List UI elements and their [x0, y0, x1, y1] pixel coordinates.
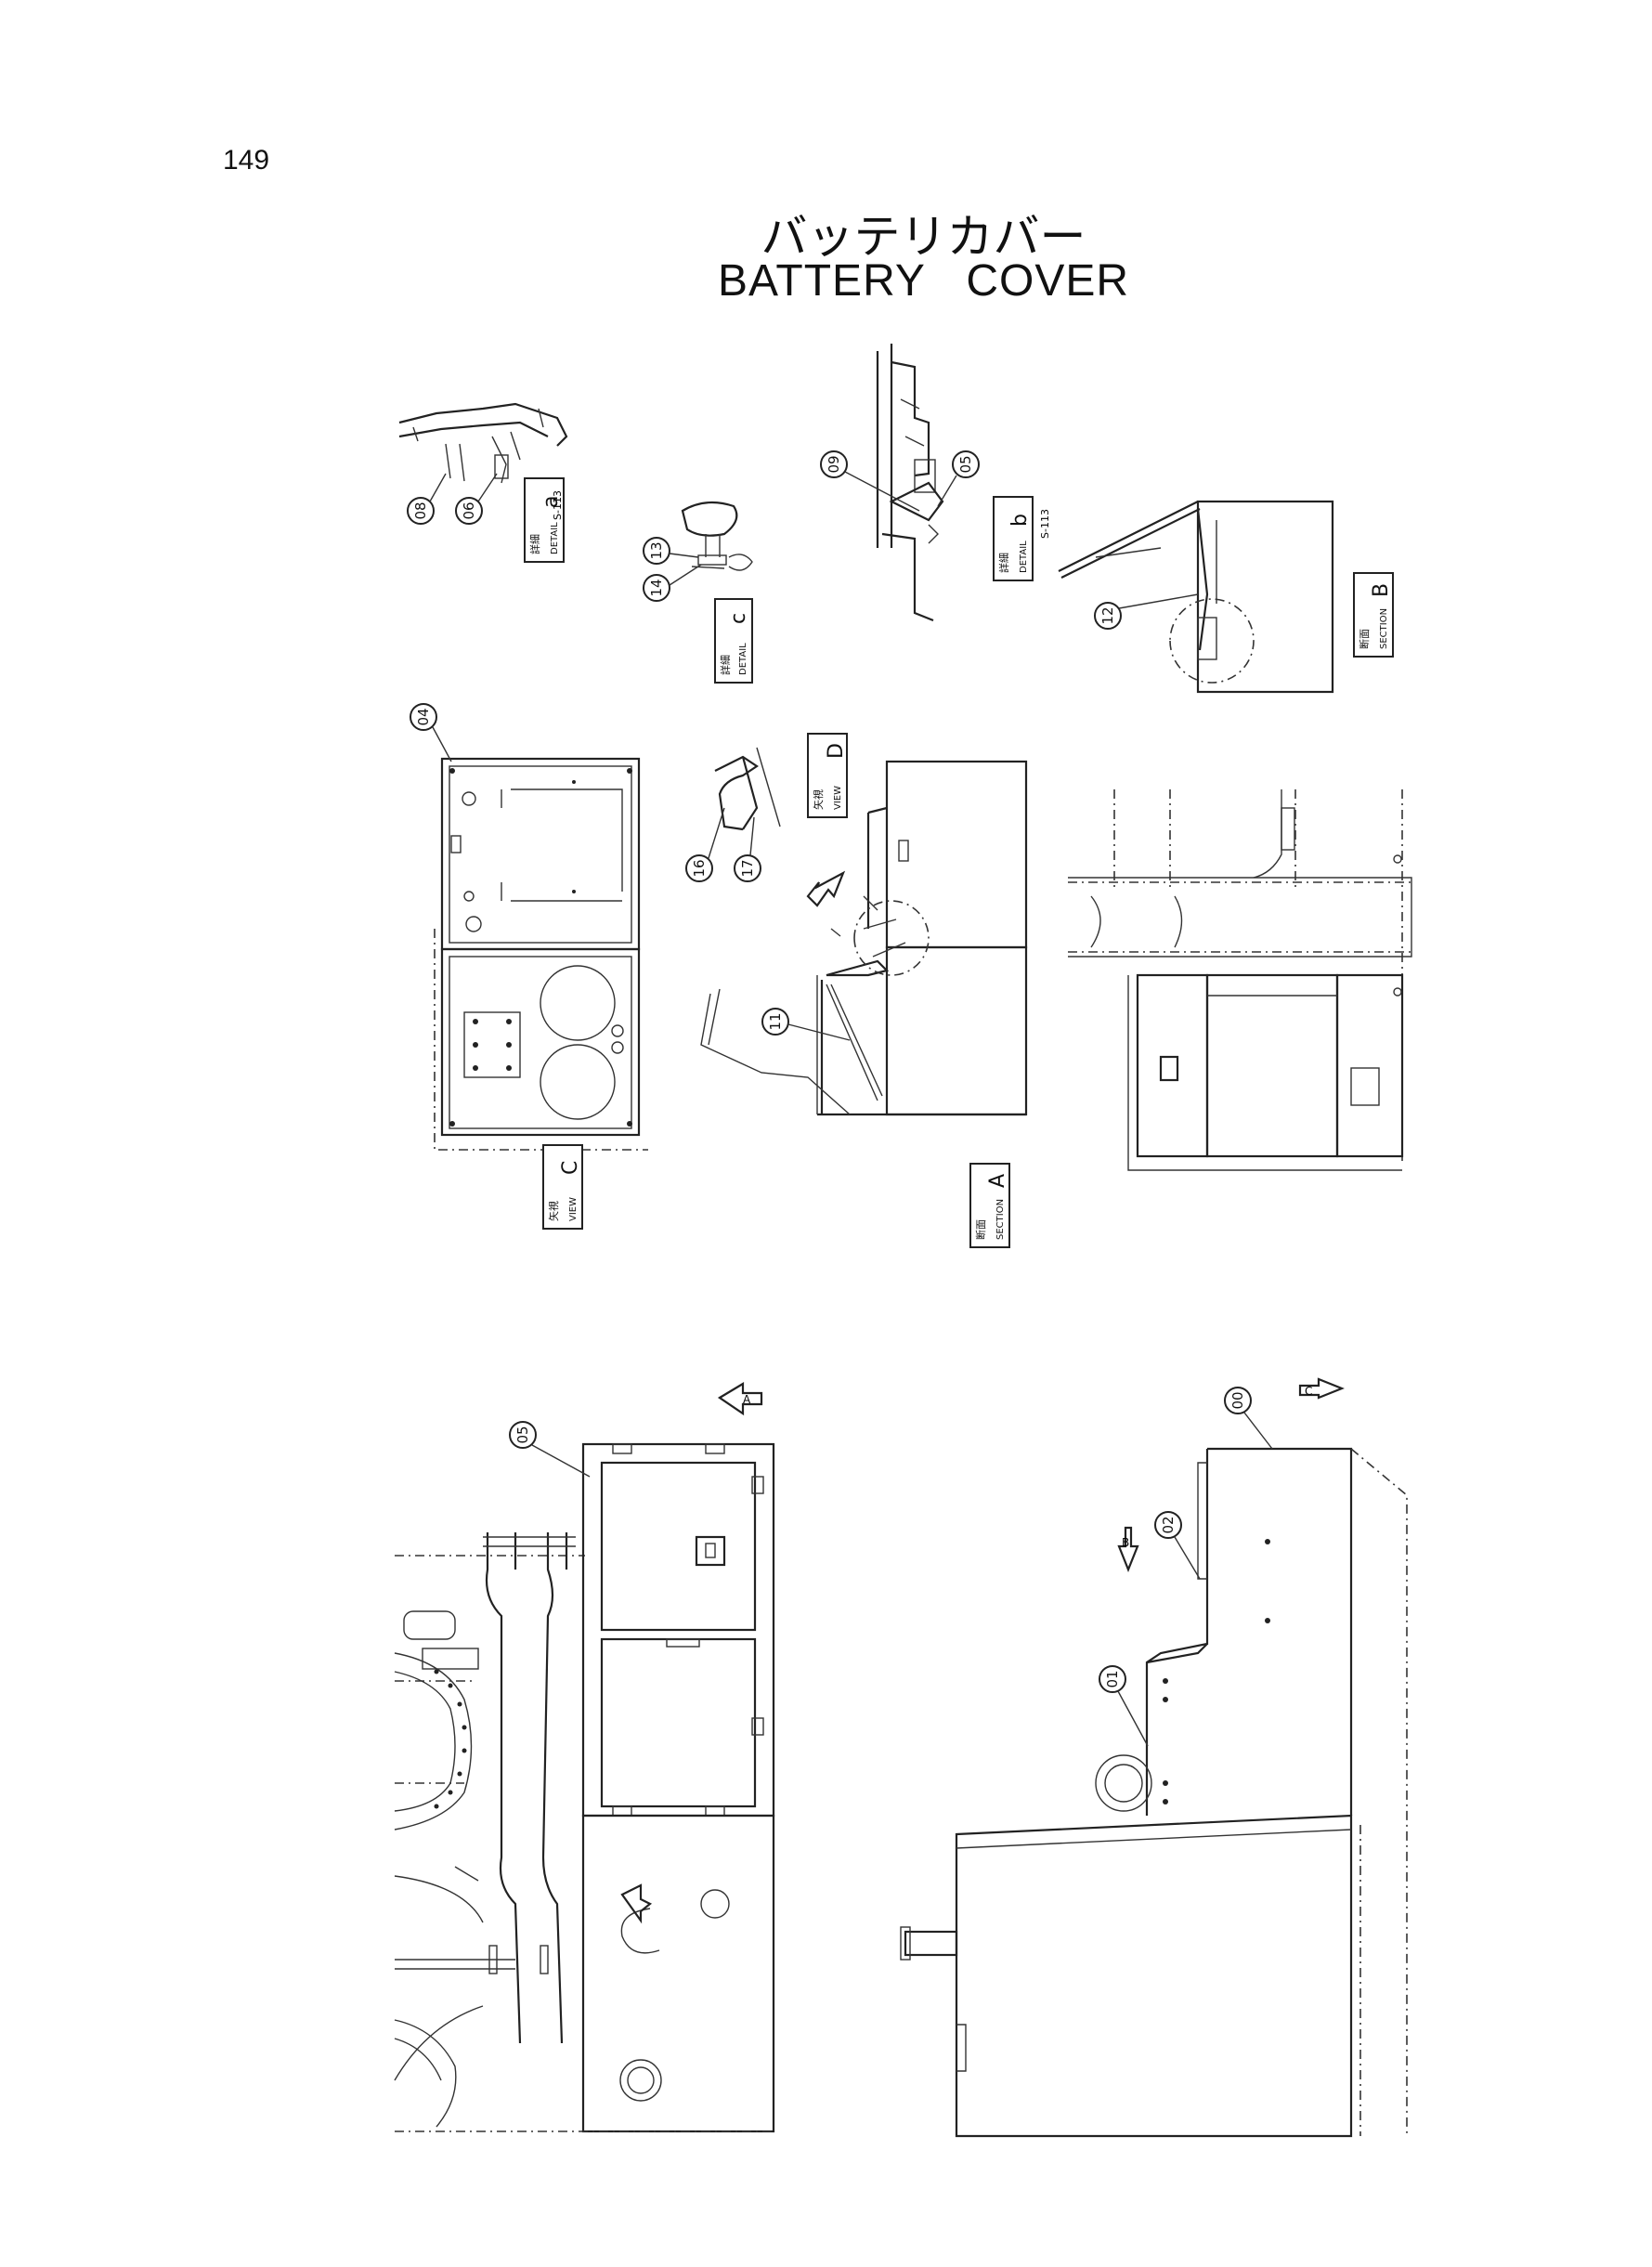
callout-12: 12 — [1094, 602, 1122, 630]
svg-text:01: 01 — [1104, 1670, 1121, 1687]
detail-a-label: 詳細 DETAIL a — [524, 477, 565, 563]
svg-text:断面: 断面 — [974, 1219, 987, 1240]
svg-text:17: 17 — [739, 859, 756, 877]
callout-08-detail-a: 08 — [407, 497, 435, 525]
view-a-arrow: A — [717, 1382, 763, 1416]
svg-text:06: 06 — [461, 502, 477, 519]
callout-16: 16 — [685, 854, 713, 882]
title-japanese: バッテリカバー — [761, 210, 1086, 264]
battery-box-perspective — [1068, 789, 1412, 1171]
view-d-label: 矢視 VIEW D — [807, 733, 848, 818]
svg-text:02: 02 — [1160, 1516, 1177, 1533]
detail-a-drawing — [398, 402, 568, 484]
svg-text:08: 08 — [412, 502, 429, 519]
svg-text:16: 16 — [691, 859, 708, 877]
page-number: 149 — [223, 145, 270, 176]
svg-text:B: B — [1122, 1536, 1129, 1549]
callout-02: 02 — [1154, 1511, 1182, 1539]
svg-text:矢視: 矢視 — [547, 1201, 560, 1221]
svg-text:A: A — [986, 1174, 1009, 1188]
callout-05-detail-b: 05 — [952, 450, 980, 478]
svg-text:D: D — [825, 743, 848, 759]
svg-text:DETAIL: DETAIL — [738, 643, 748, 675]
section-a-label: 断面 SECTION A — [969, 1163, 1010, 1248]
callout-04: 04 — [410, 703, 437, 731]
detail-c-drawing — [681, 501, 753, 571]
svg-text:VIEW: VIEW — [568, 1197, 579, 1221]
svg-text:04: 04 — [415, 708, 432, 725]
view-d-drawing — [714, 747, 781, 831]
detail-b-ref: S-113 — [1039, 509, 1051, 539]
svg-text:05: 05 — [514, 1426, 531, 1443]
svg-text:12: 12 — [1099, 606, 1116, 624]
view-d-arrow — [806, 870, 846, 907]
detail-b-label: 詳細 DETAIL b — [993, 496, 1034, 581]
svg-text:DETAIL: DETAIL — [1019, 541, 1029, 573]
callout-13: 13 — [643, 537, 670, 565]
svg-text:C: C — [559, 1161, 582, 1175]
machine-side-view — [900, 1447, 1408, 2138]
svg-text:断面: 断面 — [1358, 629, 1371, 649]
callout-09: 09 — [820, 450, 848, 478]
svg-text:SECTION: SECTION — [1379, 608, 1389, 649]
svg-text:00: 00 — [1229, 1391, 1246, 1409]
svg-text:詳細: 詳細 — [528, 534, 541, 554]
callout-14: 14 — [643, 574, 670, 602]
callout-05-top-view: 05 — [509, 1421, 537, 1449]
callout-00: 00 — [1224, 1387, 1252, 1414]
callout-17: 17 — [734, 854, 761, 882]
svg-text:14: 14 — [648, 579, 665, 596]
callout-11: 11 — [761, 1008, 789, 1036]
svg-text:11: 11 — [767, 1012, 784, 1030]
svg-text:A: A — [743, 1393, 751, 1406]
view-c-drawing — [434, 757, 648, 1151]
callout-06-detail-a: 06 — [455, 497, 483, 525]
view-c-label: 矢視 VIEW C — [542, 1144, 583, 1230]
section-b-label: 断面 SECTION B — [1353, 572, 1394, 658]
section-b-drawing — [1058, 500, 1334, 694]
title-english: BATTERY COVER — [717, 256, 1130, 306]
svg-text:13: 13 — [648, 541, 665, 559]
section-a-drawing — [700, 760, 1028, 1116]
svg-text:a: a — [540, 496, 563, 508]
svg-text:矢視: 矢視 — [812, 789, 825, 810]
svg-text:09: 09 — [826, 455, 842, 473]
detail-c-label: 詳細 DETAIL c — [714, 598, 753, 684]
svg-text:B: B — [1370, 583, 1393, 597]
svg-text:詳細: 詳細 — [719, 655, 732, 675]
machine-top-view — [394, 1442, 775, 2133]
detail-a-ref: S-113 — [552, 490, 564, 520]
callout-01: 01 — [1099, 1665, 1126, 1693]
detail-b-drawing — [876, 344, 944, 622]
svg-text:VIEW: VIEW — [833, 786, 843, 810]
svg-text:C: C — [1305, 1385, 1312, 1398]
svg-text:05: 05 — [957, 455, 974, 473]
svg-text:詳細: 詳細 — [997, 553, 1010, 573]
svg-text:c: c — [727, 613, 750, 624]
section-b-arrow: B — [1117, 1526, 1139, 1572]
view-c-arrow: C — [1298, 1377, 1345, 1400]
svg-text:SECTION: SECTION — [995, 1199, 1006, 1240]
svg-text:DETAIL: DETAIL — [550, 522, 560, 554]
svg-text:b: b — [1008, 514, 1032, 527]
